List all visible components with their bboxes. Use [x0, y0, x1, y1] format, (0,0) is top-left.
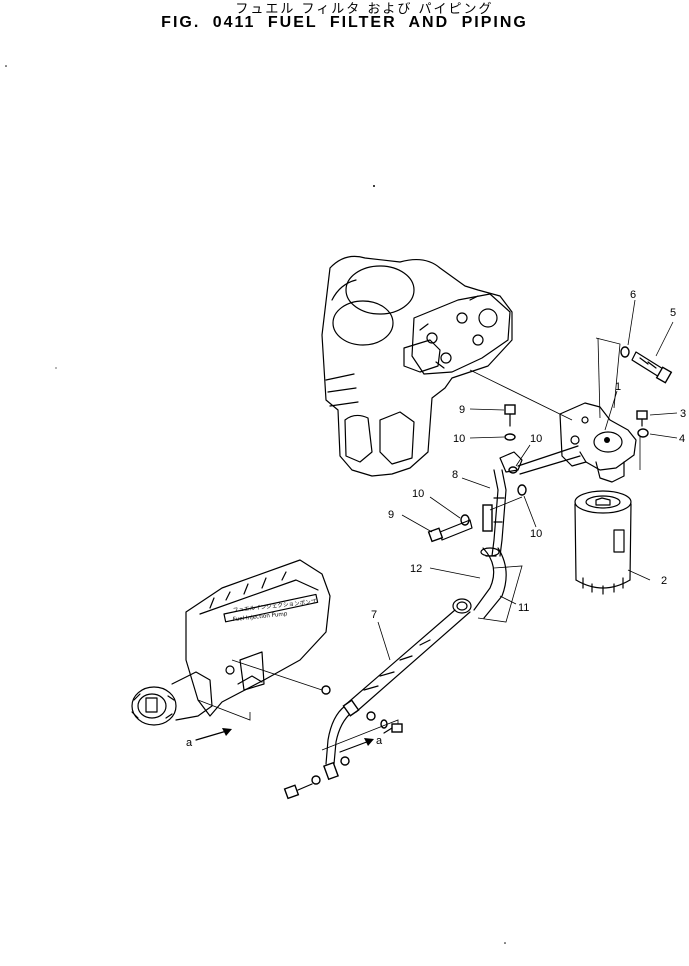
washer-4 [637, 428, 649, 438]
pipe-nut [342, 699, 360, 717]
pump-note-en: Fuel Injection Pump [233, 611, 289, 623]
washer-10-upper [504, 433, 516, 441]
washer-pump [321, 685, 331, 695]
engine-block [321, 255, 513, 477]
hose-8 [482, 469, 507, 557]
pipe-7 [325, 598, 472, 765]
callout-2: 2 [661, 575, 667, 587]
callout-4: 4 [679, 433, 685, 445]
callout-7: 7 [371, 609, 377, 621]
callout-12: 12 [410, 563, 422, 575]
callout-10-b: 10 [530, 433, 542, 445]
callout-1: 1 [615, 381, 621, 393]
view-arrow-right [339, 738, 374, 753]
callout-9-upper: 9 [459, 404, 465, 416]
view-mark-a-left: a [186, 737, 193, 749]
callout-5: 5 [670, 307, 676, 319]
washer-mid-2 [380, 719, 388, 729]
pipe-12 [473, 547, 507, 619]
washer-mid-1 [366, 711, 376, 721]
callout-10-d: 10 [530, 528, 542, 540]
japanese-title: フュエル フィルタ および パイピング [235, 2, 494, 17]
callout-3: 3 [680, 408, 686, 420]
bolt-9-lower [427, 519, 473, 543]
figure-title: FIG. 0411 FUEL FILTER AND PIPING [161, 14, 528, 31]
washer-6 [620, 346, 630, 358]
bolt-9-upper [504, 404, 516, 427]
bottom-connector [283, 756, 350, 800]
fuel-injection-pump: フュエルインジェクションポンプ Fuel Injection Pump [131, 559, 331, 726]
view-mark-a-right: a [376, 735, 383, 747]
callout-8: 8 [452, 469, 458, 481]
view-arrow-left [195, 728, 232, 741]
callout-9-lower: 9 [388, 509, 394, 521]
bolt-5 [631, 351, 673, 384]
filter-cartridge [574, 490, 632, 595]
filter-head [559, 402, 637, 483]
callout-10-c: 10 [412, 488, 424, 500]
callout-11: 11 [518, 602, 529, 614]
bolt-3 [636, 410, 648, 427]
sleeve-11-outline [477, 565, 523, 623]
washer-10-right [517, 484, 527, 496]
bolt-mid [383, 723, 403, 734]
callout-6: 6 [630, 289, 636, 301]
callout-10-a: 10 [453, 433, 465, 445]
